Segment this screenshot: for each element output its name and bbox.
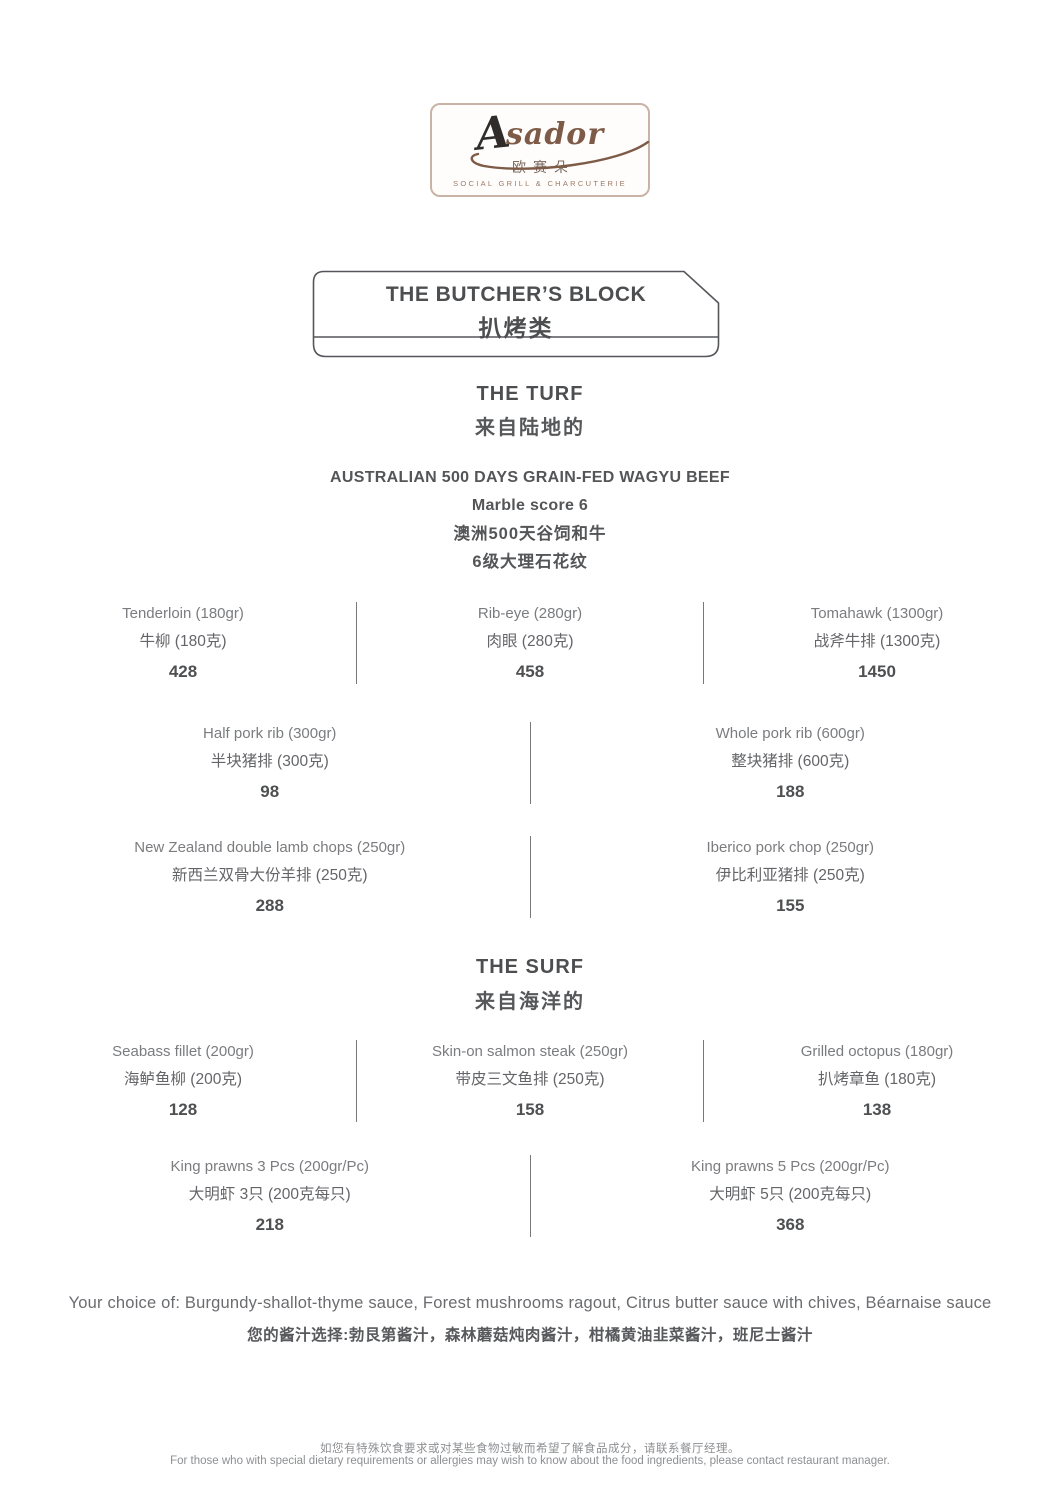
logo-tagline: SOCIAL GRILL & CHARCUTERIE	[453, 179, 627, 188]
column-divider	[529, 836, 531, 918]
turf-title-en: THE TURF	[476, 383, 584, 405]
item-name-en: King prawns 3 Pcs (200gr/Pc)	[170, 1158, 369, 1176]
wagyu-heading-zh: 澳洲500天谷饲和牛	[453, 525, 607, 543]
item-name-en: Iberico pork chop (250gr)	[706, 839, 875, 857]
column-divider	[529, 722, 531, 804]
item-name-zh: 海鲈鱼柳 (200克)	[124, 1071, 242, 1089]
item-name-en: Whole pork rib (600gr)	[715, 725, 865, 743]
menu-item-whole-pork-rib: Whole pork rib (600gr) 整块猪排 (600克) 188	[531, 720, 1051, 806]
menu-item-seabass: Seabass fillet (200gr) 海鲈鱼柳 (200克) 128	[10, 1038, 356, 1124]
item-name-zh: 扒烤章鱼 (180克)	[818, 1071, 936, 1089]
item-price: 98	[260, 781, 280, 801]
menu-item-octopus: Grilled octopus (180gr) 扒烤章鱼 (180克) 138	[704, 1038, 1050, 1124]
item-name-zh: 大明虾 5只 (200克每只)	[709, 1186, 872, 1204]
item-price: 218	[255, 1214, 284, 1234]
item-name-zh: 带皮三文鱼排 (250克)	[455, 1071, 605, 1089]
logo-flourish-icon	[470, 140, 650, 170]
item-price: 1450	[858, 661, 896, 681]
banner-title-zh: 扒烤类	[478, 315, 554, 341]
menu-row-lamb-iberico: New Zealand double lamb chops (250gr) 新西…	[10, 834, 1050, 920]
logo-wordmark-rest: sador	[506, 117, 605, 152]
menu-item-lamb-chops: New Zealand double lamb chops (250gr) 新西…	[10, 834, 530, 920]
item-name-en: King prawns 5 Pcs (200gr/Pc)	[691, 1158, 890, 1176]
item-name-en: Skin-on salmon steak (250gr)	[432, 1043, 628, 1061]
menu-row-fish: Seabass fillet (200gr) 海鲈鱼柳 (200克) 128 S…	[10, 1038, 1050, 1124]
item-name-en: Seabass fillet (200gr)	[112, 1043, 254, 1061]
menu-item-tenderloin: Tenderloin (180gr) 牛柳 (180克) 428	[10, 600, 356, 686]
column-divider	[356, 1040, 357, 1122]
item-price: 155	[776, 895, 805, 915]
menu-item-ribeye: Rib-eye (280gr) 肉眼 (280克) 458	[357, 600, 703, 686]
item-name-en: Grilled octopus (180gr)	[800, 1043, 954, 1061]
menu-item-half-pork-rib: Half pork rib (300gr) 半块猪排 (300克) 98	[10, 720, 530, 806]
item-name-en: New Zealand double lamb chops (250gr)	[134, 839, 406, 857]
item-price: 128	[168, 1099, 198, 1119]
menu-item-king-prawns-3: King prawns 3 Pcs (200gr/Pc) 大明虾 3只 (200…	[10, 1153, 530, 1239]
menu-row-beef: Tenderloin (180gr) 牛柳 (180克) 428 Rib-eye…	[10, 600, 1050, 686]
column-divider	[703, 602, 704, 684]
item-name-zh: 肉眼 (280克)	[486, 633, 574, 651]
item-name-zh: 战斧牛排 (1300克)	[813, 633, 941, 651]
column-divider	[356, 602, 357, 684]
banner-title-en: THE BUTCHER’S BLOCK	[385, 283, 647, 306]
allergy-note-en: For those who with special dietary requi…	[170, 1455, 890, 1467]
item-price: 458	[515, 661, 545, 681]
item-price: 138	[862, 1099, 892, 1119]
section-banner: THE BUTCHER’S BLOCK 扒烤类	[312, 270, 720, 358]
item-name-en: Tomahawk (1300gr)	[810, 605, 944, 623]
item-price: 368	[776, 1214, 805, 1234]
item-name-zh: 牛柳 (180克)	[139, 633, 227, 651]
item-price: 428	[168, 661, 198, 681]
surf-title-zh: 来自海洋的	[475, 991, 585, 1013]
column-divider	[703, 1040, 704, 1122]
banner-box-icon	[312, 270, 720, 358]
allergy-note-zh: 如您有特殊饮食要求或对某些食物过敏而希望了解食品成分，请联系餐厅经理。	[320, 1443, 740, 1455]
item-name-en: Rib-eye (280gr)	[477, 605, 583, 623]
menu-item-salmon: Skin-on salmon steak (250gr) 带皮三文鱼排 (250…	[357, 1038, 703, 1124]
surf-title-en: THE SURF	[476, 956, 584, 978]
item-name-zh: 伊比利亚猪排 (250克)	[715, 867, 865, 885]
logo-chinese-name: 欧赛朵	[512, 159, 575, 175]
wagyu-marble-score-zh: 6级大理石花纹	[472, 553, 588, 571]
item-price: 158	[515, 1099, 545, 1119]
item-price: 188	[776, 781, 805, 801]
item-name-en: Tenderloin (180gr)	[122, 605, 244, 623]
sauce-note-en: Your choice of: Burgundy-shallot-thyme s…	[68, 1294, 992, 1312]
wagyu-marble-score: Marble score 6	[471, 497, 589, 514]
wagyu-intro: AUSTRALIAN 500 DAYS GRAIN-FED WAGYU BEEF…	[0, 464, 1060, 576]
item-name-zh: 大明虾 3只 (200克每只)	[188, 1186, 351, 1204]
item-name-zh: 半块猪排 (300克)	[210, 753, 329, 771]
menu-item-iberico-pork-chop: Iberico pork chop (250gr) 伊比利亚猪排 (250克) …	[531, 834, 1051, 920]
item-name-en: Half pork rib (300gr)	[203, 725, 337, 743]
turf-title-zh: 来自陆地的	[475, 417, 585, 439]
menu-item-tomahawk: Tomahawk (1300gr) 战斧牛排 (1300克) 1450	[704, 600, 1050, 686]
banner-text: THE BUTCHER’S BLOCK 扒烤类	[312, 270, 720, 343]
item-price: 288	[255, 895, 284, 915]
menu-row-prawns: King prawns 3 Pcs (200gr/Pc) 大明虾 3只 (200…	[10, 1153, 1050, 1239]
menu-row-pork-rib: Half pork rib (300gr) 半块猪排 (300克) 98 Who…	[10, 720, 1050, 806]
menu-item-king-prawns-5: King prawns 5 Pcs (200gr/Pc) 大明虾 5只 (200…	[531, 1153, 1051, 1239]
item-name-zh: 新西兰双骨大份羊排 (250克)	[172, 867, 368, 885]
wagyu-heading: AUSTRALIAN 500 DAYS GRAIN-FED WAGYU BEEF	[330, 469, 730, 486]
column-divider	[529, 1155, 531, 1237]
sauce-note-zh: 您的酱汁选择:勃艮第酱汁，森林蘑菇炖肉酱汁，柑橘黄油韭菜酱汁，班尼士酱汁	[247, 1327, 813, 1344]
item-name-zh: 整块猪排 (600克)	[731, 753, 850, 771]
